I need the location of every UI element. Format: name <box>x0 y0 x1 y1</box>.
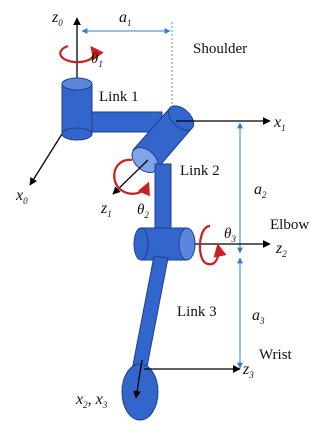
base-cylinder <box>61 83 93 135</box>
x3-axis <box>133 359 143 399</box>
theta2-label: θ2 <box>137 202 149 220</box>
x2-x3-label: x2,x3 <box>75 391 108 410</box>
a3-label: a3 <box>252 307 265 326</box>
wrist-label: Wrist <box>259 347 293 363</box>
theta2-rotation-arrow <box>113 158 150 197</box>
link3-body <box>121 255 169 421</box>
link3-label: Link 3 <box>177 304 217 320</box>
elbow-body <box>133 227 196 261</box>
link3-bar <box>131 255 169 373</box>
x0-label: x0 <box>15 187 28 206</box>
link1-body <box>61 77 163 141</box>
a2-label: a2 <box>254 181 267 200</box>
z1-label: z1 <box>100 200 112 219</box>
a1-label: a1 <box>119 9 132 28</box>
z2-label: z2 <box>275 240 287 259</box>
elbow-cylinder-right <box>178 227 196 261</box>
z0-label: z0 <box>51 9 63 28</box>
theta1-rotation-arrow <box>59 44 104 64</box>
x1-label: x1 <box>273 114 286 133</box>
z3-label: z3 <box>242 361 254 380</box>
elbow-label: Elbow <box>270 217 309 233</box>
elbow-cylinder-left <box>133 227 149 261</box>
base-cylinder-bottom <box>61 127 93 141</box>
theta1-label: θ1 <box>91 51 103 69</box>
link2-bar <box>154 163 172 233</box>
link2-body <box>131 105 195 233</box>
theta3-rotation-arrow <box>198 224 227 266</box>
link2-label: Link 2 <box>180 163 220 179</box>
link1-label: Link 1 <box>99 89 139 105</box>
base-cylinder-top <box>61 77 93 91</box>
shoulder-label: Shoulder <box>193 41 247 57</box>
shoulder-cylinder-end <box>167 105 195 131</box>
theta3-label: θ3 <box>224 226 236 244</box>
